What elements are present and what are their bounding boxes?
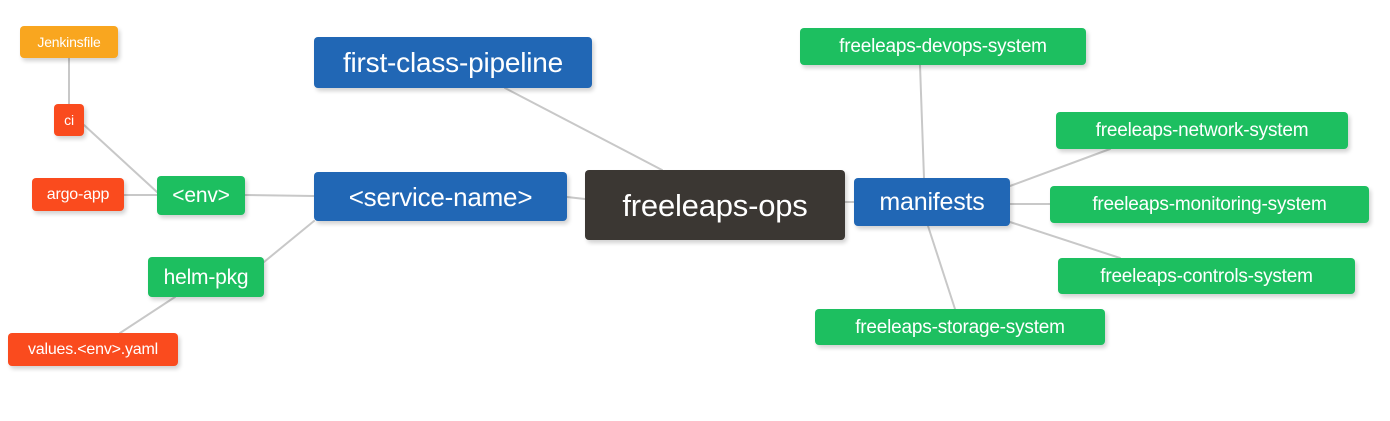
node-ci[interactable]: ci — [54, 104, 84, 136]
node-env[interactable]: <env> — [157, 176, 245, 215]
node-helm-pkg[interactable]: helm-pkg — [148, 257, 264, 297]
node-service-name[interactable]: <service-name> — [314, 172, 567, 221]
node-jenkinsfile[interactable]: Jenkinsfile — [20, 26, 118, 58]
edge-manifests-to-freeleaps-network-system — [1009, 148, 1111, 187]
edge-helm-pkg-to-values-env-yaml — [119, 296, 176, 334]
node-freeleaps-network-system[interactable]: freeleaps-network-system — [1056, 112, 1348, 149]
node-freeleaps-controls-system[interactable]: freeleaps-controls-system — [1058, 258, 1355, 294]
edge-service-name-to-freeleaps-ops — [566, 196, 586, 200]
node-argo-app[interactable]: argo-app — [32, 178, 124, 211]
edge-first-class-pipeline-to-freeleaps-ops — [504, 87, 663, 171]
node-freeleaps-monitoring-system[interactable]: freeleaps-monitoring-system — [1050, 186, 1369, 223]
node-manifests[interactable]: manifests — [854, 178, 1010, 226]
node-first-class-pipeline[interactable]: first-class-pipeline — [314, 37, 592, 88]
edge-manifests-to-freeleaps-storage-system — [927, 225, 956, 310]
edge-manifests-to-freeleaps-controls-system — [1009, 221, 1121, 259]
edge-manifests-to-freeleaps-devops-system — [919, 64, 925, 179]
node-freeleaps-devops-system[interactable]: freeleaps-devops-system — [800, 28, 1086, 65]
node-freeleaps-ops[interactable]: freeleaps-ops — [585, 170, 845, 240]
edge-env-to-service-name — [244, 194, 315, 197]
edge-service-name-to-helm-pkg — [263, 220, 315, 263]
node-values-env-yaml[interactable]: values.<env>.yaml — [8, 333, 178, 366]
node-freeleaps-storage-system[interactable]: freeleaps-storage-system — [815, 309, 1105, 345]
